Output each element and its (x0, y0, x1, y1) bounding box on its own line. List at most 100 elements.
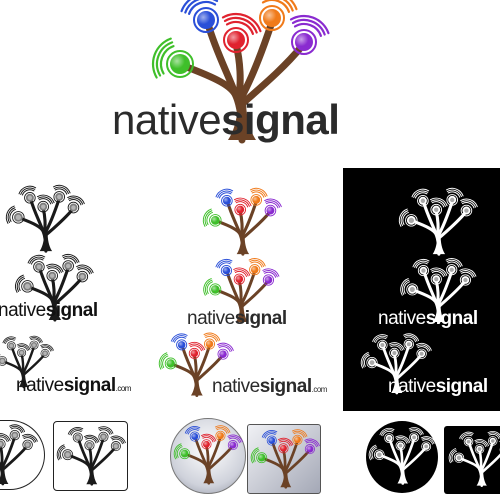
signal-wave-icon (180, 0, 219, 33)
signal-wave-icon (15, 274, 34, 293)
signal-wave-icon (83, 434, 100, 451)
signal-wave-icon (233, 267, 251, 285)
signal-wave-icon (388, 342, 405, 359)
signal-wave-icon (151, 37, 194, 79)
signal-wave-icon (277, 437, 294, 454)
signal-wave-icon (56, 444, 74, 461)
signal-wave-icon (110, 435, 126, 452)
gray-square-badge (53, 421, 128, 491)
gray-circle-badge (0, 420, 45, 490)
signal-wave-icon (170, 333, 188, 351)
tree-icon (0, 424, 38, 486)
tree-icon (150, 0, 330, 144)
signal-wave-icon (21, 433, 38, 450)
signal-wave-icon (16, 343, 31, 358)
signal-wave-icon (368, 444, 385, 461)
signal-wave-icon (203, 278, 222, 296)
signal-wave-icon (248, 258, 266, 276)
signal-wave-icon (18, 185, 37, 204)
tree-icon (15, 254, 94, 322)
signal-wave-icon (36, 194, 55, 213)
tree-icon (151, 0, 330, 144)
signal-wave-icon (52, 184, 71, 203)
signal-wave-icon (415, 342, 432, 359)
color-logo-horizontal: nativesignal.com (158, 332, 338, 406)
tree-icon (448, 431, 500, 487)
color-wordmark: nativesignal (187, 308, 287, 329)
silver-circle-badge (170, 418, 246, 494)
signal-wave-icon (184, 426, 201, 442)
signal-wave-icon (40, 344, 54, 358)
signal-wave-icon (215, 188, 234, 207)
gray-wordmark: nativesignal (0, 300, 98, 321)
signal-wave-icon (445, 187, 464, 206)
tree-icon (158, 332, 234, 398)
tree-icon (202, 187, 282, 256)
gray-logo-stacked: nativesignal (0, 254, 120, 328)
signal-wave-icon (76, 264, 94, 283)
signal-wave-icon (67, 427, 84, 443)
signal-wave-icon (0, 433, 11, 450)
signal-wave-icon (200, 433, 217, 450)
inverse-panel (343, 168, 500, 411)
signal-wave-icon (459, 268, 477, 286)
gray-logo-horizontal: nativesignal.com (0, 333, 160, 403)
signal-wave-icon (460, 198, 478, 217)
tree-icon (203, 258, 280, 324)
signal-wave-icon (304, 438, 320, 455)
signal-wave-icon (214, 425, 231, 441)
signal-wave-icon (249, 187, 268, 206)
tree-icon (173, 425, 243, 485)
signal-wave-icon (429, 197, 448, 216)
tree-icon (360, 333, 432, 395)
wordmark-signal: signal (221, 96, 340, 143)
white-wordmark-horizontal: nativesignal (388, 376, 488, 397)
tree-icon (250, 429, 320, 489)
signal-wave-icon (262, 268, 280, 286)
signal-wave-icon (203, 332, 221, 350)
signal-wave-icon (360, 352, 378, 369)
white-logo-horizontal: nativesignal (350, 333, 500, 406)
signal-wave-icon (445, 258, 463, 276)
white-icon-only (398, 187, 478, 256)
signal-wave-icon (221, 12, 262, 53)
signal-wave-icon (398, 208, 418, 227)
signal-wave-icon (264, 198, 282, 217)
gray-icon-only (5, 184, 85, 255)
signal-wave-icon (420, 436, 436, 452)
signal-wave-icon (2, 336, 17, 351)
signal-wave-icon (411, 188, 430, 207)
signal-wave-icon (372, 334, 389, 351)
signal-wave-icon (379, 427, 395, 444)
signal-wave-icon (408, 427, 424, 443)
signal-wave-icon (67, 195, 85, 214)
signal-wave-icon (448, 448, 465, 464)
black-circle-badge (366, 421, 438, 493)
signal-wave-icon (474, 439, 489, 454)
signal-wave-icon (233, 197, 252, 216)
signal-wave-icon (97, 426, 114, 442)
signal-wave-icon (430, 267, 448, 285)
signal-wave-icon (173, 443, 191, 460)
wordmark: nativesignal (112, 96, 340, 144)
color-wordmark-dotcom: nativesignal.com (212, 376, 327, 397)
tree-icon (368, 427, 436, 485)
signal-wave-icon (215, 258, 233, 277)
signal-wave-icon (5, 205, 25, 224)
signal-wave-icon (0, 353, 8, 366)
signal-wave-icon (9, 424, 26, 441)
signal-wave-icon (158, 352, 177, 370)
tree-icon (400, 258, 477, 324)
silver-square-badge (247, 424, 321, 494)
signal-wave-icon (400, 278, 419, 296)
white-wordmark: nativesignal (378, 308, 478, 329)
signal-wave-icon (250, 447, 268, 464)
tree-icon (0, 335, 54, 389)
signal-wave-icon (29, 335, 43, 350)
signal-wave-icon (289, 14, 330, 55)
color-logo-stacked: nativesignal (185, 258, 305, 332)
black-square-badge (444, 426, 500, 494)
tree-icon (56, 426, 126, 486)
main-logo: nativesignal (0, 0, 500, 160)
signal-wave-icon (188, 341, 206, 359)
